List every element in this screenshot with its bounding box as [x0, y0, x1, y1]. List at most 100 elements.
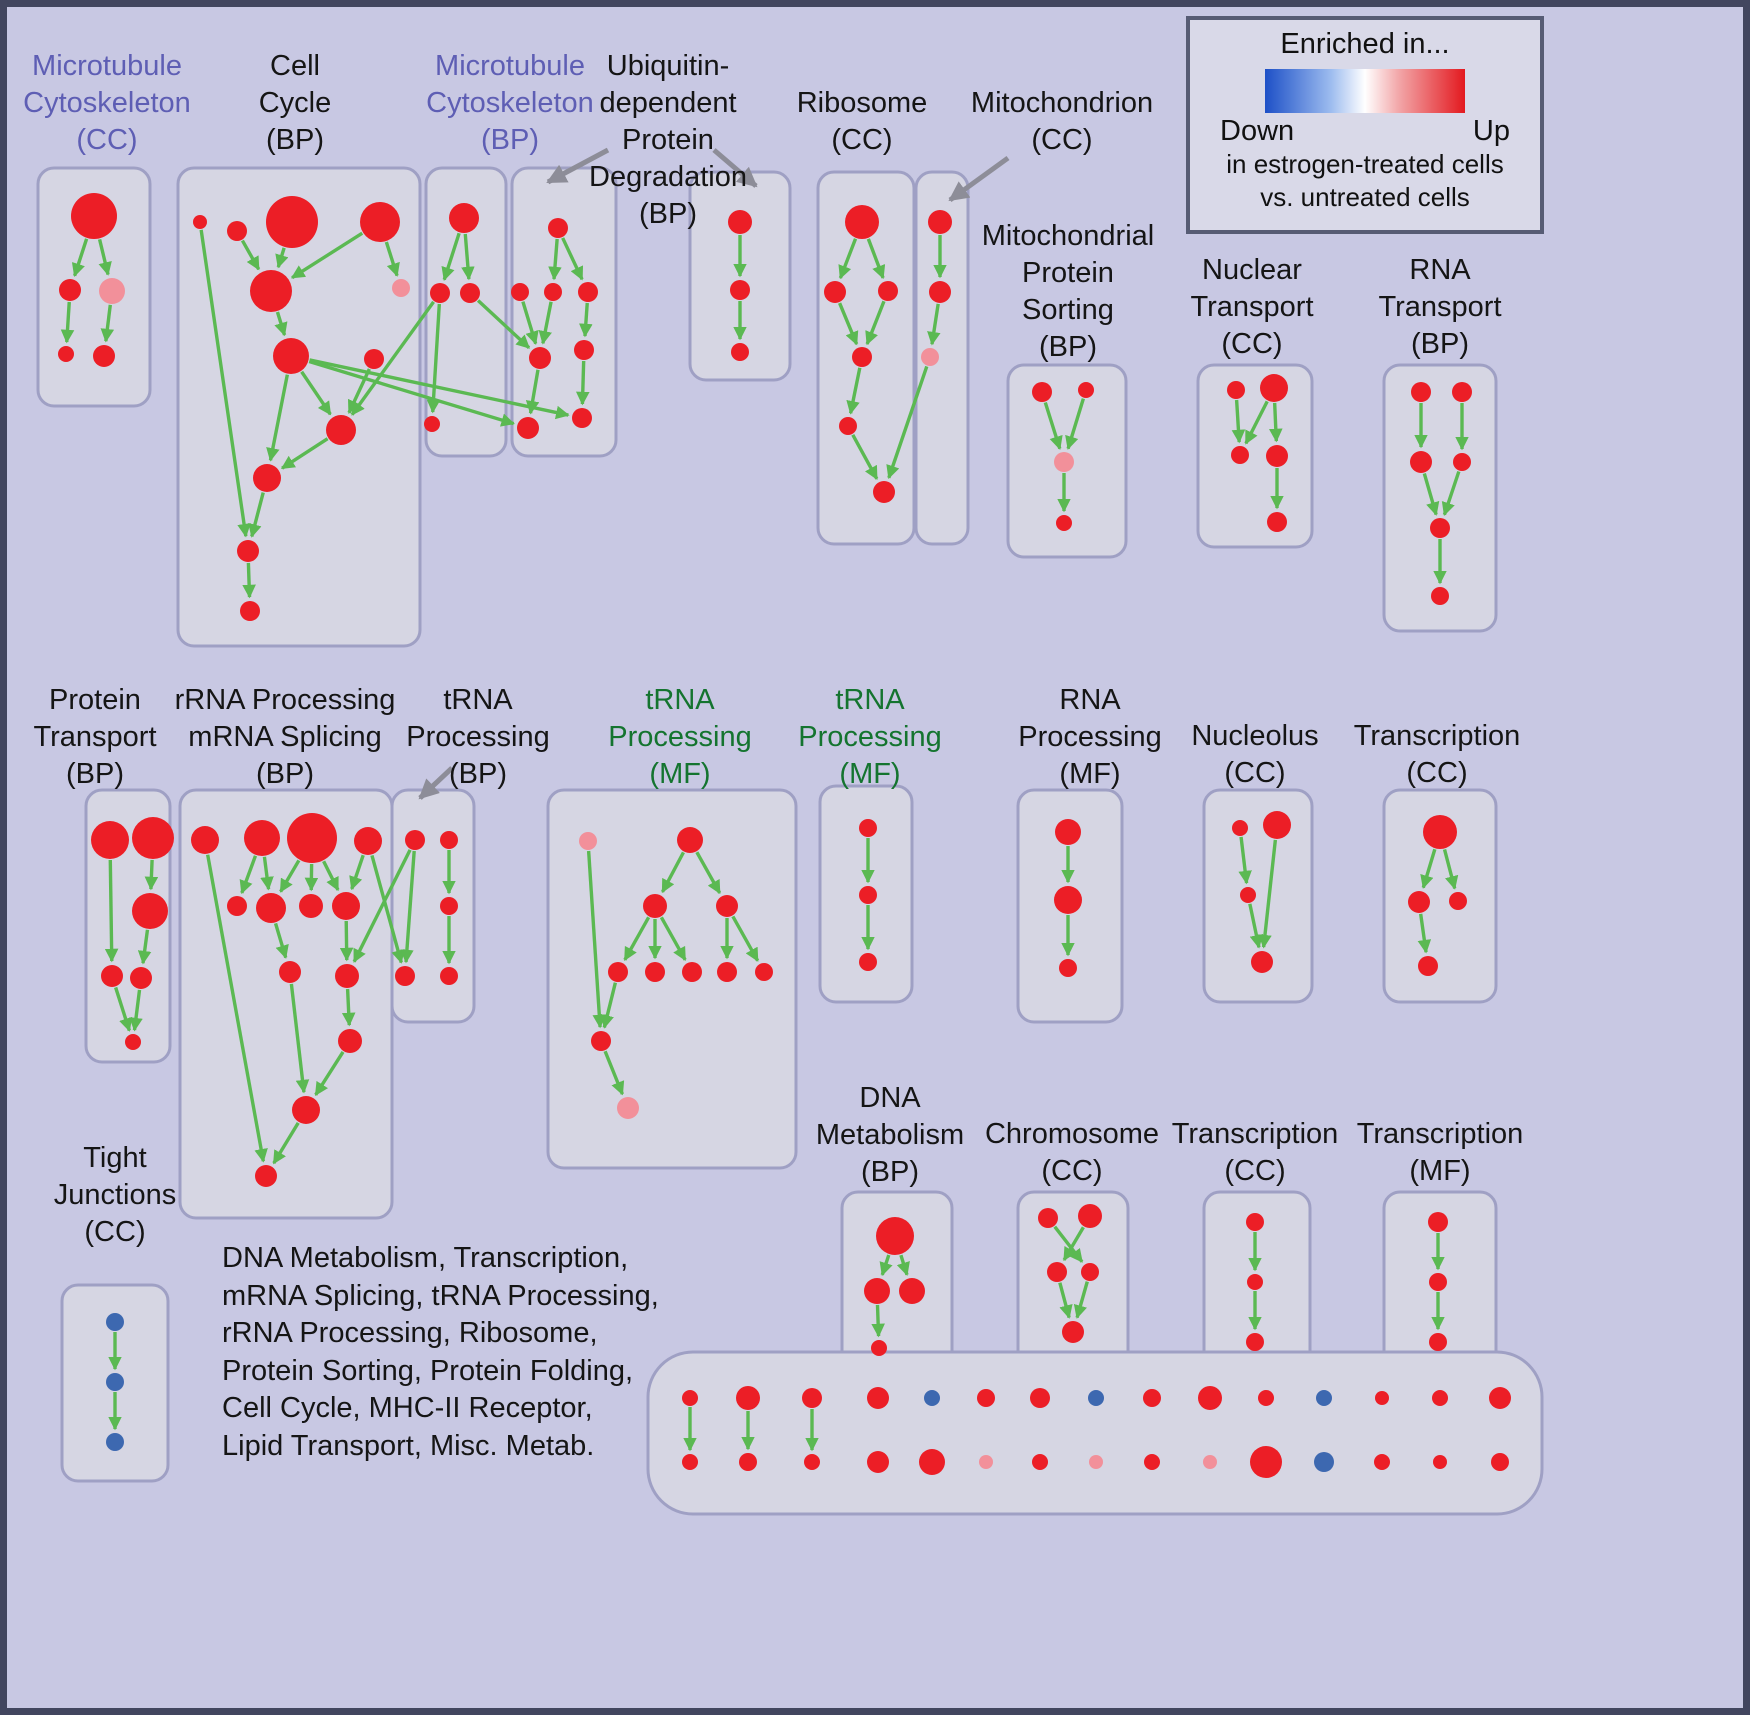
label-pointer-arrow	[948, 155, 1010, 203]
go-term-node	[1408, 891, 1430, 913]
go-term-node	[1452, 382, 1472, 402]
go-edge	[248, 492, 265, 538]
legend-down-label: Down	[1220, 115, 1295, 147]
go-term-node	[1232, 820, 1248, 836]
go-term-node	[643, 894, 667, 918]
go-edge	[280, 437, 329, 470]
go-edge	[352, 849, 412, 963]
go-edge	[341, 988, 356, 1027]
go-term-node	[977, 1389, 995, 1407]
go-edge	[476, 299, 531, 350]
go-term-node	[250, 270, 292, 312]
go-term-node	[440, 897, 458, 915]
go-term-node	[859, 886, 877, 904]
go-term-node	[1062, 1321, 1084, 1343]
go-edge	[538, 301, 553, 345]
go-edge	[71, 238, 89, 278]
go-term-node	[1263, 811, 1291, 839]
go-term-node	[255, 1165, 277, 1187]
go-term-node	[579, 832, 597, 850]
go-term-node	[574, 340, 594, 360]
go-term-node	[730, 280, 750, 300]
go-term-node	[867, 1451, 889, 1473]
go-term-node	[1411, 382, 1431, 402]
go-term-node	[517, 417, 539, 439]
legend-color-gradient-bar	[1265, 69, 1465, 113]
go-term-node	[326, 415, 356, 445]
go-term-node	[845, 205, 879, 239]
go-term-node	[1059, 959, 1077, 977]
go-edge	[731, 915, 760, 962]
go-term-node	[1314, 1452, 1334, 1472]
go-term-node	[548, 218, 568, 238]
go-term-node	[617, 1097, 639, 1119]
go-term-node	[266, 196, 318, 248]
go-edge	[100, 304, 115, 343]
go-term-node	[871, 1340, 887, 1356]
go-term-node	[101, 965, 123, 987]
go-edge	[1248, 903, 1264, 949]
go-edge	[660, 851, 685, 894]
go-term-node	[1038, 1208, 1058, 1228]
go-term-node	[191, 826, 219, 854]
go-edge	[279, 859, 301, 893]
go-edge	[370, 855, 405, 964]
go-edge	[1043, 401, 1063, 450]
cluster-box-nucl	[1202, 788, 1314, 1004]
go-edge	[114, 986, 133, 1032]
go-edge	[289, 983, 310, 1094]
go-edge	[339, 920, 354, 962]
go-term-node	[1410, 451, 1432, 473]
go-edge	[1238, 836, 1252, 885]
go-edge	[1269, 402, 1283, 443]
go-edge	[851, 433, 879, 481]
go-term-node	[591, 1031, 611, 1051]
go-edge	[273, 922, 289, 959]
go-edge	[927, 303, 941, 346]
go-term-node	[873, 481, 895, 503]
go-term-node	[1203, 1455, 1217, 1469]
go-term-node	[529, 347, 551, 369]
go-term-node	[392, 279, 410, 297]
go-term-node	[130, 967, 152, 989]
go-term-node	[1247, 1274, 1263, 1290]
go-term-node	[106, 1313, 124, 1331]
go-term-node	[899, 1278, 925, 1304]
go-edge	[866, 238, 886, 280]
go-term-node	[440, 967, 458, 985]
go-term-node	[1260, 374, 1288, 402]
go-term-node	[867, 1387, 889, 1409]
misc-categories-note: DNA Metabolism, Transcription, mRNA Spli…	[222, 1242, 659, 1462]
go-edge	[384, 241, 400, 277]
go-term-node	[876, 1217, 914, 1255]
go-edge	[260, 856, 274, 891]
go-edge	[129, 989, 143, 1032]
go-term-node	[106, 1373, 124, 1391]
go-term-node	[287, 813, 337, 863]
go-edge	[206, 854, 268, 1163]
go-term-node	[1143, 1389, 1161, 1407]
go-term-node	[1432, 1390, 1448, 1406]
go-term-node	[924, 1390, 940, 1406]
go-term-node	[279, 961, 301, 983]
go-term-node	[1246, 1213, 1264, 1231]
legend-up-label: Up	[1472, 115, 1510, 147]
go-edge	[846, 367, 862, 415]
go-term-node	[1266, 445, 1288, 467]
go-term-node	[91, 821, 129, 859]
go-term-node	[292, 1096, 320, 1124]
go-edge	[1231, 399, 1246, 444]
go-term-node	[106, 1433, 124, 1451]
go-edge	[308, 359, 515, 427]
go-edge	[561, 237, 584, 281]
cluster-box-txcc1	[1382, 788, 1498, 1004]
label-pointer-arrow	[418, 766, 454, 800]
go-term-node	[1449, 892, 1467, 910]
go-term-node	[395, 966, 415, 986]
go-edge	[695, 851, 722, 895]
go-term-node	[1316, 1390, 1332, 1406]
go-term-node	[755, 963, 773, 981]
go-term-node	[979, 1455, 993, 1469]
go-term-node	[1089, 1455, 1103, 1469]
go-term-node	[58, 346, 74, 362]
